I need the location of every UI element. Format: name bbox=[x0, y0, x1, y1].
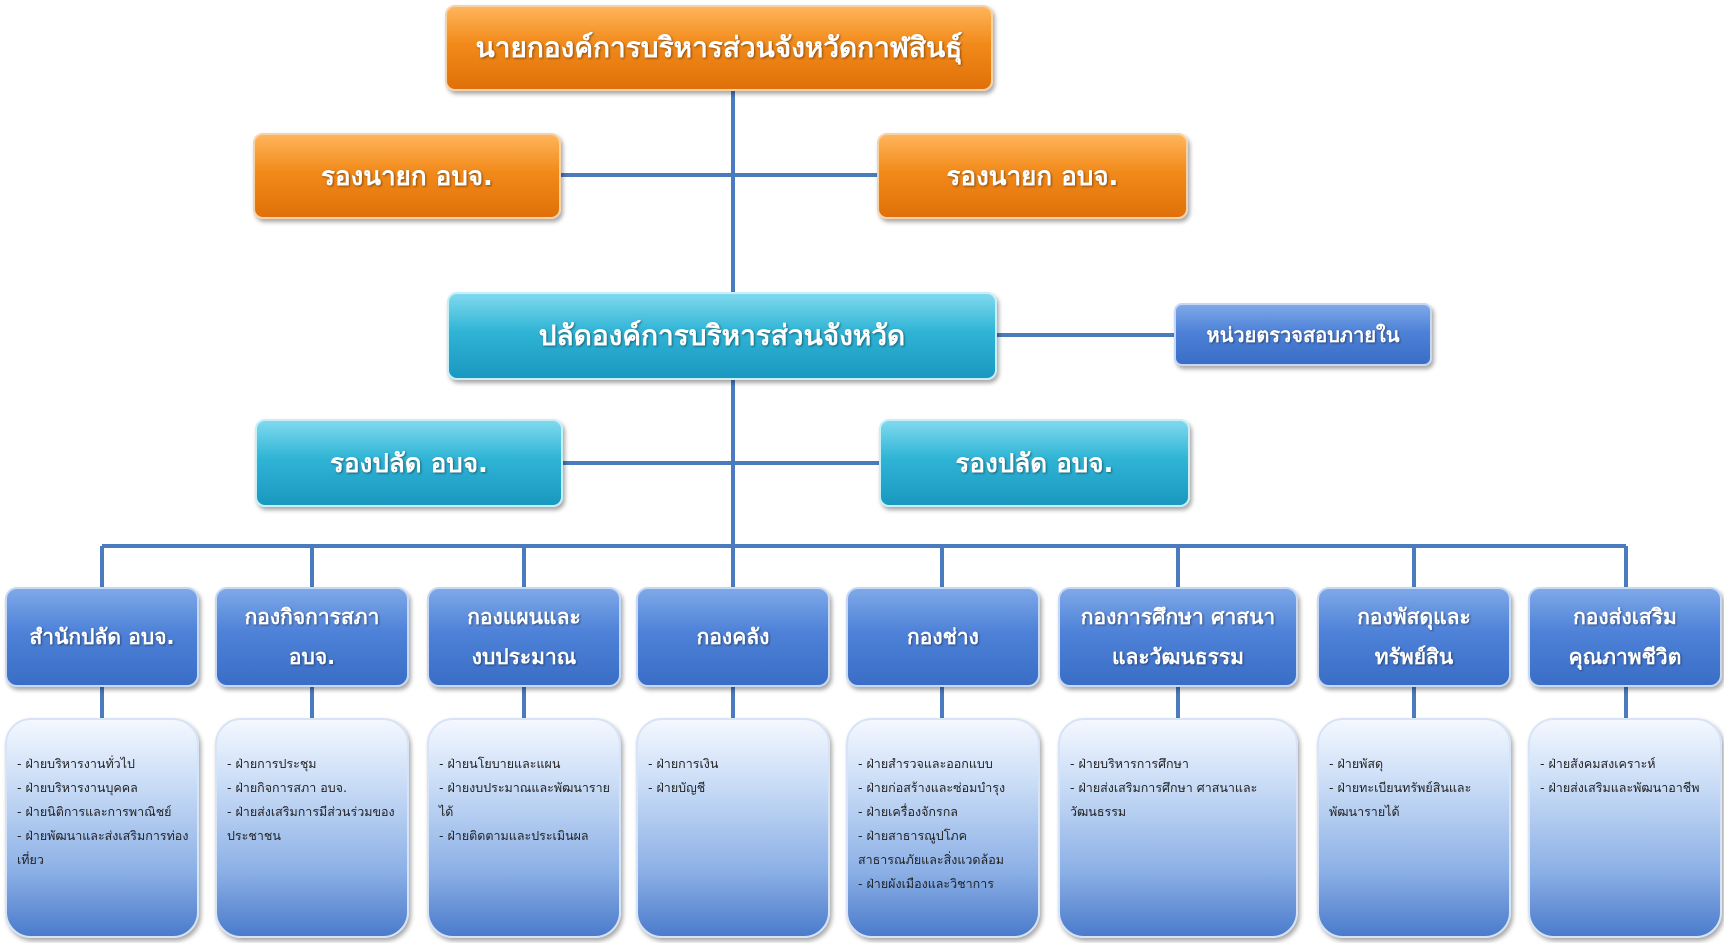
department-name-line2: ทรัพย์สิน bbox=[1374, 645, 1454, 669]
chief-executive-box: นายกองค์การบริหารส่วนจังหวัดกาฬสินธุ์ bbox=[445, 5, 993, 91]
department-name: กองกิจการสภา bbox=[244, 605, 380, 629]
chief-executive-label: นายกองค์การบริหารส่วนจังหวัดกาฬสินธุ์ bbox=[475, 31, 963, 64]
subunit-item: - ฝ่ายการประชุม bbox=[227, 756, 317, 771]
internal-audit-label: หน่วยตรวจสอบภายใน bbox=[1206, 322, 1400, 347]
subunit-item: - ฝ่ายบัญชี bbox=[648, 780, 706, 795]
subunits-panel-council-affairs: - ฝ่ายการประชุม - ฝ่ายกิจการสภา อบจ. - ฝ… bbox=[215, 718, 409, 938]
subunits-panel-quality-of-life: - ฝ่ายสังคมสงเคราะห์ - ฝ่ายส่งเสริมและพั… bbox=[1528, 718, 1722, 938]
department-name: กองส่งเสริม bbox=[1573, 605, 1677, 629]
department-box-quality-of-life: กองส่งเสริมคุณภาพชีวิต bbox=[1528, 587, 1722, 687]
subunit-item: - ฝ่ายพัฒนาและส่งเสริมการท่องเที่ยว bbox=[17, 828, 189, 867]
department-name-line2: งบประมาณ bbox=[471, 645, 577, 669]
deputy-palad-box-right: รองปลัด อบจ. bbox=[879, 419, 1190, 507]
department-box-engineering: กองช่าง bbox=[846, 587, 1040, 687]
department-box-education-culture: กองการศึกษา ศาสนาและวัฒนธรรม bbox=[1058, 587, 1298, 687]
palad-box: ปลัดองค์การบริหารส่วนจังหวัด bbox=[447, 292, 997, 380]
subunits-panel-finance: - ฝ่ายการเงิน - ฝ่ายบัญชี bbox=[636, 718, 830, 938]
deputy-executive-box-right: รองนายก อบจ. bbox=[877, 133, 1188, 219]
department-box-council-affairs: กองกิจการสภาอบจ. bbox=[215, 587, 409, 687]
subunit-item: - ฝ่ายส่งเสริมและพัฒนาอาชีพ bbox=[1540, 780, 1700, 795]
deputy-palad-label: รองปลัด อบจ. bbox=[330, 448, 488, 479]
deputy-palad-label: รองปลัด อบจ. bbox=[955, 448, 1114, 479]
department-box-office-of-palad: สำนักปลัด อบจ. bbox=[5, 587, 199, 687]
subunit-item: - ฝ่ายส่งเสริมการมีส่วนร่วมของประชาชน bbox=[227, 804, 395, 843]
deputy-palad-box-left: รองปลัด อบจ. bbox=[255, 419, 563, 507]
department-name: กองแผนและ bbox=[467, 605, 581, 629]
department-name-line2: และวัฒนธรรม bbox=[1111, 645, 1244, 669]
department-name: กองการศึกษา ศาสนา bbox=[1080, 605, 1276, 629]
subunit-item: - ฝ่ายก่อสร้างและซ่อมบำรุง bbox=[858, 780, 1006, 795]
department-name-line2: อบจ. bbox=[288, 645, 336, 669]
subunit-item: - ฝ่ายนิติการและการพาณิชย์ bbox=[17, 804, 172, 819]
department-name: กองคลัง bbox=[696, 625, 770, 649]
department-box-supplies-property: กองพัสดุและทรัพย์สิน bbox=[1317, 587, 1511, 687]
subunit-item: - ฝ่ายกิจการสภา อบจ. bbox=[227, 780, 347, 795]
subunit-item: - ฝ่ายเครื่องจักรกล bbox=[858, 804, 958, 819]
department-name: กองช่าง bbox=[907, 625, 979, 649]
subunits-panel-engineering: - ฝ่ายสำรวจและออกแบบ - ฝ่ายก่อสร้างและซ่… bbox=[846, 718, 1040, 938]
subunit-item: - ฝ่ายบริหารงานทั่วไป bbox=[17, 756, 135, 771]
deputy-executive-label: รองนายก อบจ. bbox=[321, 161, 493, 192]
subunits-panel-education-culture: - ฝ่ายบริหารการศึกษา - ฝ่ายส่งเสริมการศึ… bbox=[1058, 718, 1298, 938]
subunit-item: - ฝ่ายบริหารงานบุคคล bbox=[17, 780, 138, 795]
department-box-finance: กองคลัง bbox=[636, 587, 830, 687]
subunits-panel-office-of-palad: - ฝ่ายบริหารงานทั่วไป - ฝ่ายบริหารงานบุค… bbox=[5, 718, 199, 938]
subunit-item: - ฝ่ายงบประมาณและพัฒนารายได้ bbox=[439, 780, 610, 819]
subunits-panel-planning-budget: - ฝ่ายนโยบายและแผน - ฝ่ายงบประมาณและพัฒน… bbox=[427, 718, 621, 938]
subunit-item: - ฝ่ายนโยบายและแผน bbox=[439, 756, 561, 771]
deputy-executive-box-left: รองนายก อบจ. bbox=[253, 133, 561, 219]
subunit-item: - ฝ่ายบริหารการศึกษา bbox=[1070, 756, 1189, 771]
department-name: กองพัสดุและ bbox=[1357, 605, 1471, 629]
department-box-planning-budget: กองแผนและงบประมาณ bbox=[427, 587, 621, 687]
subunits-panel-supplies-property: - ฝ่ายพัสดุ - ฝ่ายทะเบียนทรัพย์สินและพัฒ… bbox=[1317, 718, 1511, 938]
subunit-item: - ฝ่ายทะเบียนทรัพย์สินและพัฒนารายได้ bbox=[1329, 780, 1472, 819]
subunit-item: - ฝ่ายการเงิน bbox=[648, 756, 719, 771]
department-name: สำนักปลัด อบจ. bbox=[29, 625, 175, 649]
internal-audit-box: หน่วยตรวจสอบภายใน bbox=[1174, 303, 1432, 366]
deputy-executive-label: รองนายก อบจ. bbox=[946, 161, 1119, 192]
palad-label: ปลัดองค์การบริหารส่วนจังหวัด bbox=[538, 319, 906, 352]
department-name-line2: คุณภาพชีวิต bbox=[1568, 645, 1682, 669]
subunit-item: - ฝ่ายพัสดุ bbox=[1329, 756, 1384, 771]
subunit-item: - ฝ่ายผังเมืองและวิชาการ bbox=[858, 876, 994, 891]
subunit-item: - ฝ่ายสาธารณูปโภค สาธารณภัยและสิ่งแวดล้อ… bbox=[858, 828, 1004, 867]
subunit-item: - ฝ่ายติดตามและประเมินผล bbox=[439, 828, 589, 843]
subunit-item: - ฝ่ายสังคมสงเคราะห์ bbox=[1540, 756, 1656, 771]
subunit-item: - ฝ่ายส่งเสริมการศึกษา ศาสนาและวัฒนธรรม bbox=[1070, 780, 1258, 819]
subunit-item: - ฝ่ายสำรวจและออกแบบ bbox=[858, 756, 993, 771]
